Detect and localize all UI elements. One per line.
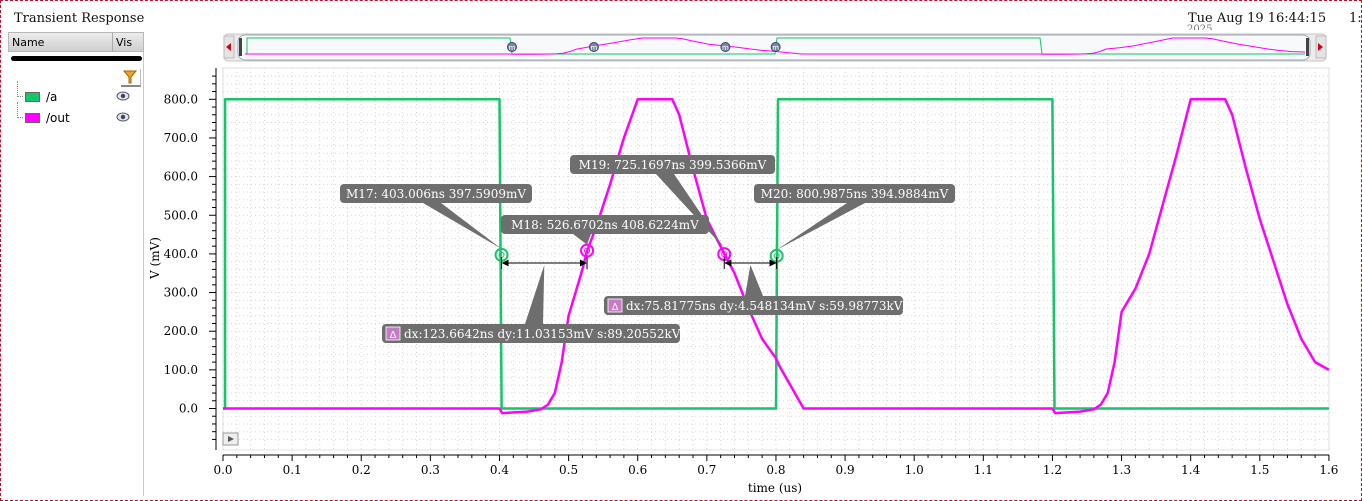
x-tick-label: 1.4 <box>1181 463 1200 477</box>
x-tick-label: 0.1 <box>283 463 302 477</box>
tree-line <box>17 81 23 97</box>
series-line-out[interactable] <box>223 98 1330 415</box>
overview-marker[interactable] <box>506 42 517 52</box>
marker-callout-label: M19: 725.1697ns 399.5366mV <box>579 158 767 172</box>
filter-icon[interactable] <box>121 69 141 87</box>
overview-marker[interactable] <box>720 42 731 52</box>
x-tick-label: 1.1 <box>974 463 993 477</box>
overview-marker-label: m <box>772 44 779 52</box>
overview-marker[interactable] <box>770 42 781 52</box>
overview-series-a <box>245 37 1305 55</box>
delta-icon-glyph: Δ <box>612 302 619 313</box>
y-axis-label: V (mV) <box>148 237 162 280</box>
column-separator[interactable] <box>112 33 113 52</box>
delta-callout-label: dx:123.6642ns dy:11.03153mV s:89.20552kV… <box>404 327 691 341</box>
signal-name: /out <box>46 111 70 125</box>
marker-point-center <box>721 251 728 258</box>
corner-mark: 1: <box>1349 11 1362 26</box>
marker-callout-label: M17: 403.006ns 397.5909mV <box>346 187 526 201</box>
signal-name: /a <box>46 90 58 104</box>
x-tick-label: 0.4 <box>490 463 509 477</box>
y-tick-label: 500.0 <box>164 208 198 222</box>
marker-callout-box[interactable] <box>570 155 775 174</box>
marker-callout-label: M18: 526.6702ns 408.6224mV <box>511 218 699 232</box>
arrow-right-icon <box>1318 43 1323 51</box>
x-tick-label: 1.2 <box>1043 463 1062 477</box>
signal-color-swatch <box>25 92 40 102</box>
signal-panel-header: Name Vis <box>8 32 144 52</box>
y-tick-label: 600.0 <box>164 170 198 184</box>
panel-scrollbar[interactable] <box>11 56 142 61</box>
vis-column-header[interactable]: Vis <box>116 36 133 49</box>
marker-callout-box[interactable] <box>340 184 532 203</box>
delta-callout-pointer <box>745 265 763 296</box>
y-tick-label: 800.0 <box>164 92 198 106</box>
overview-marker-label: m <box>722 44 729 52</box>
tree-line <box>17 102 23 118</box>
marker-point[interactable] <box>580 243 595 258</box>
overview-marker-label: m <box>591 44 598 52</box>
marker-point-center <box>584 247 591 254</box>
delta-icon <box>607 298 623 313</box>
delta-callout-box[interactable] <box>604 296 903 315</box>
x-tick-label: 0.8 <box>766 463 785 477</box>
y-tick-label: 0.0 <box>179 402 198 416</box>
x-tick-label: 1.3 <box>1112 463 1131 477</box>
zoom-handle-right[interactable] <box>1306 38 1309 56</box>
x-tick-label: 1.6 <box>1319 463 1338 477</box>
arrow-left-icon <box>226 43 231 51</box>
signal-row-a[interactable]: /a <box>17 81 144 105</box>
y-tick-label: 400.0 <box>164 247 198 261</box>
marker-callout-box[interactable] <box>501 215 709 234</box>
marker-callout-label: M20: 800.9875ns 394.9884mV <box>761 187 949 201</box>
delta-callout-label: dx:75.81775ns dy:4.548134mV s:59.98773kV… <box>626 299 913 313</box>
x-tick-label: 1.5 <box>1250 463 1269 477</box>
play-button[interactable] <box>222 432 239 446</box>
series-line-a[interactable] <box>223 98 1329 410</box>
x-tick-label: 0.7 <box>697 463 716 477</box>
delta-callout-box[interactable] <box>382 324 680 343</box>
y-tick-label: 300.0 <box>164 286 198 300</box>
x-tick-label: 1.0 <box>905 463 924 477</box>
x-axis-label: time (us) <box>748 481 802 495</box>
signal-row-out[interactable]: /out <box>17 102 144 126</box>
marker-callout-pointer <box>423 203 502 249</box>
eye-icon[interactable] <box>116 110 130 124</box>
x-tick-label: 0.2 <box>352 463 371 477</box>
name-column-header[interactable]: Name <box>12 36 45 49</box>
delta-callout-pointer <box>525 265 545 324</box>
delta-icon <box>385 326 401 341</box>
signal-panel: Name Vis /a /out <box>8 32 144 496</box>
marker-callout-box[interactable] <box>754 184 955 203</box>
eye-icon[interactable] <box>116 89 130 103</box>
delta-icon-glyph: Δ <box>390 330 397 341</box>
marker-callout-pointer <box>776 203 865 250</box>
marker-callout-pointer <box>656 174 725 249</box>
window-title: Transient Response <box>14 11 145 26</box>
marker-callout-pointer <box>573 234 591 245</box>
x-tick-label: 0.9 <box>836 463 855 477</box>
zoom-handle-left[interactable] <box>239 38 242 56</box>
datetime-label: Tue Aug 19 16:44:15 <box>1188 11 1327 26</box>
y-tick-label: 200.0 <box>164 324 198 338</box>
x-tick-label: 0.0 <box>213 463 232 477</box>
x-tick-label: 0.3 <box>421 463 440 477</box>
y-tick-label: 100.0 <box>164 363 198 377</box>
datetime-year: 2025 <box>1187 24 1213 30</box>
signal-color-swatch <box>25 113 40 123</box>
overview-marker[interactable] <box>588 42 599 52</box>
x-tick-label: 0.5 <box>559 463 578 477</box>
x-tick-label: 0.6 <box>628 463 647 477</box>
overview-marker-label: m <box>509 44 516 52</box>
y-tick-label: 700.0 <box>164 131 198 145</box>
